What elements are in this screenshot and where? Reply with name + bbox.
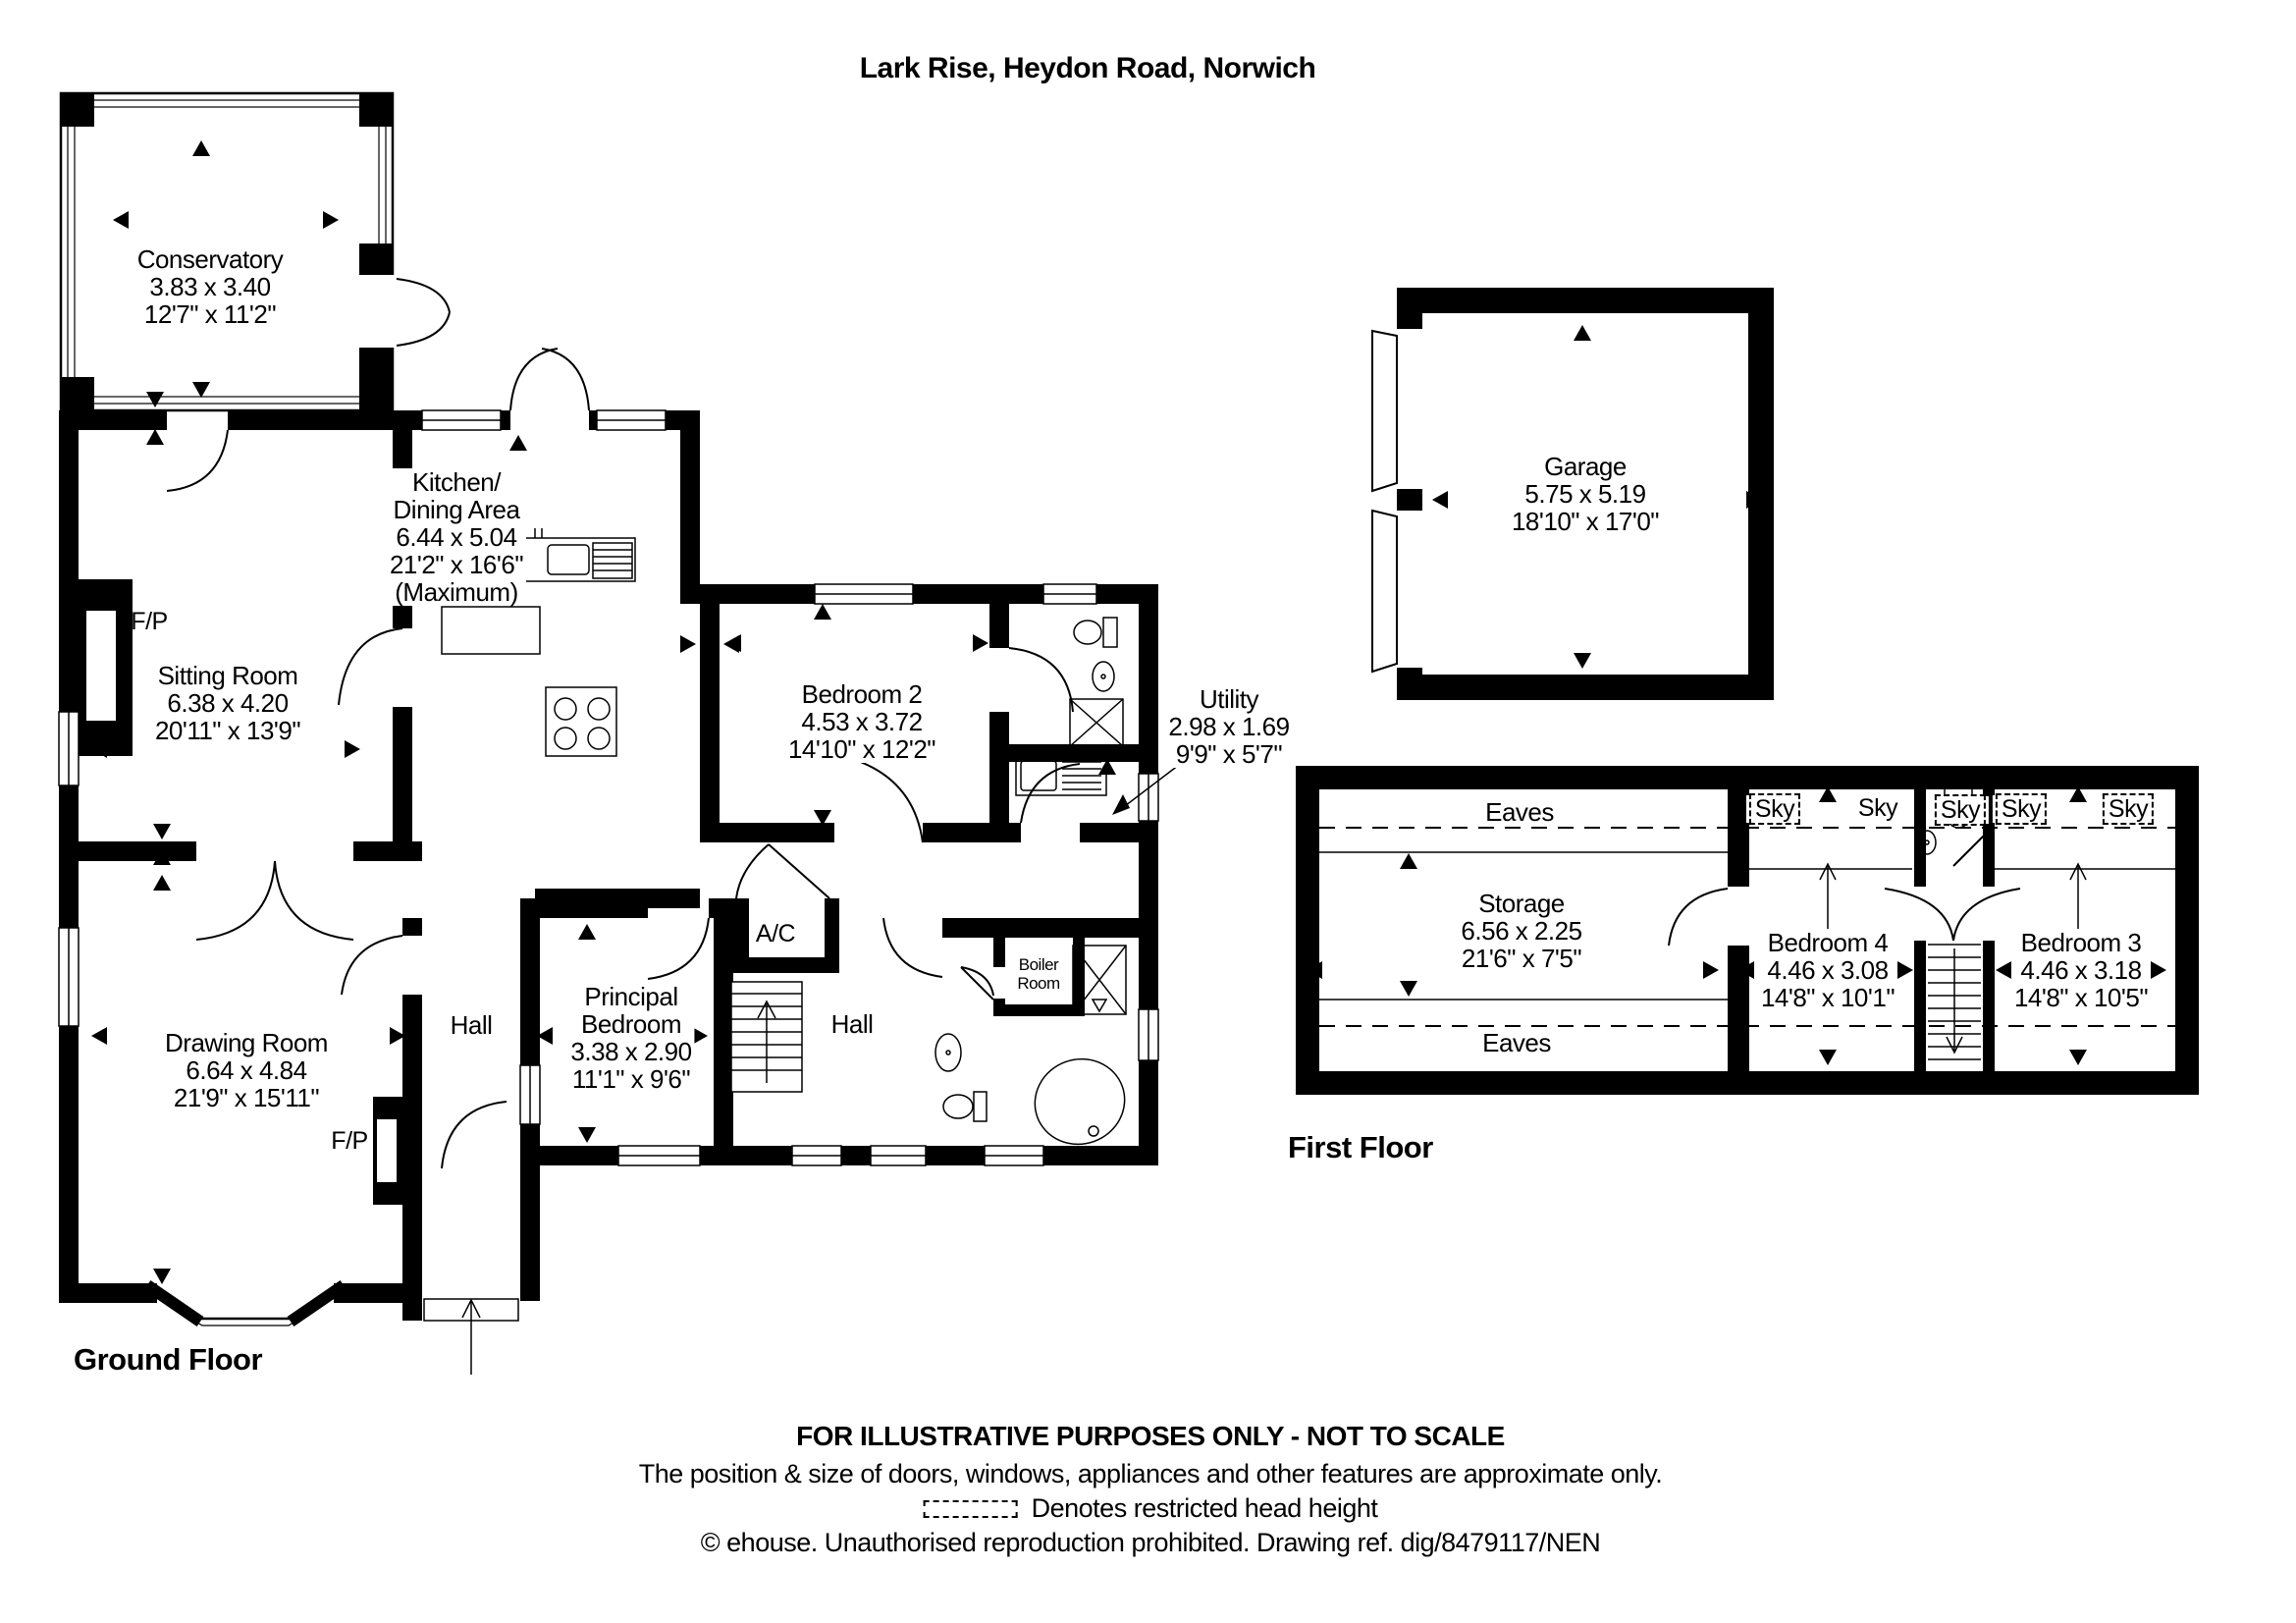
label-airing-cupboard: A/C: [755, 920, 796, 947]
stairs-first-floor: [1928, 944, 1981, 1060]
label-skylight-5: Sky: [2099, 793, 2158, 825]
dimension-markers: [91, 140, 2166, 1284]
label-skylight-1: Sky: [1745, 793, 1804, 825]
label-skylight-4: Sky: [1992, 793, 2051, 825]
label-fireplace-drawing: F/P: [331, 1127, 368, 1155]
floor-label-first: First Floor: [1288, 1130, 1433, 1164]
room-label-storage: Storage 6.56 x 2.25 21'6" x 7'5": [1458, 890, 1585, 972]
kitchen-sink: [512, 528, 636, 582]
skylight-box-icon: Sky: [2102, 793, 2155, 825]
footer-legend: Denotes restricted head height: [923, 1493, 1378, 1524]
page-title: Lark Rise, Heydon Road, Norwich: [859, 52, 1316, 84]
first-floor-plan: [1296, 766, 2199, 1095]
room-label-kitchen-dining: Kitchen/ Dining Area 6.44 x 5.04 21'2" x…: [386, 468, 527, 606]
first-floor-eaves-lines: [1319, 827, 2175, 1027]
restricted-head-height-icon: [923, 1500, 1018, 1518]
utility-leader-arrow: [1112, 761, 1184, 815]
fireplace-sitting-room: [79, 579, 133, 756]
room-label-bedroom3: Bedroom 3 4.46 x 3.18 14'8" x 10'5": [2010, 929, 2152, 1011]
room-label-principal-bedroom: Principal Bedroom 3.38 x 2.90 11'1" x 9'…: [567, 983, 695, 1093]
label-skylight-3: Sky: [1931, 794, 1990, 826]
footer-copyright: © ehouse. Unauthorised reproduction proh…: [700, 1528, 1601, 1557]
room-label-drawing-room: Drawing Room 6.64 x 4.84 21'9" x 15'11": [162, 1029, 331, 1111]
bathroom-fixtures: [934, 945, 1127, 1146]
room-label-bedroom2: Bedroom 2 4.53 x 3.72 14'10" x 12'2": [784, 680, 939, 763]
room-label-utility: Utility 2.98 x 1.69 9'9" x 5'7": [1165, 685, 1293, 768]
footer-disclaimer-2: The position & size of doors, windows, a…: [638, 1459, 1663, 1488]
label-fireplace-sitting: F/P: [131, 608, 168, 635]
room-label-bedroom4: Bedroom 4 4.46 x 3.08 14'8" x 10'1": [1757, 929, 1898, 1011]
skylight-box-icon: Sky: [1748, 793, 1801, 825]
floor-label-ground: Ground Floor: [74, 1342, 263, 1377]
label-eaves-bottom: Eaves: [1479, 1029, 1554, 1056]
kitchen-hob: [545, 686, 617, 757]
windows-ground: [58, 409, 1159, 1166]
label-hall-west: Hall: [447, 1011, 496, 1039]
garage-doors: [1371, 329, 1398, 674]
room-label-conservatory: Conservatory 3.83 x 3.40 12'7" x 11'2": [133, 245, 287, 328]
label-eaves-top: Eaves: [1482, 798, 1557, 826]
label-hall-east: Hall: [828, 1010, 877, 1038]
garage-plan: [1371, 288, 1774, 700]
kitchen-island: [441, 606, 541, 655]
label-skylight-2: Sky: [1854, 794, 1901, 822]
bay-window: [143, 1280, 347, 1326]
stairs-ground: [730, 981, 803, 1093]
entrance-porch: [423, 1298, 519, 1375]
ground-floor-plan: [59, 410, 1158, 1321]
footer-disclaimer-1: FOR ILLUSTRATIVE PURPOSES ONLY - NOT TO …: [796, 1421, 1505, 1451]
ensuite-fixtures: [1069, 617, 1124, 747]
conservatory-walls: [59, 91, 451, 412]
doors-first-floor: [1668, 888, 2021, 947]
room-label-garage: Garage 5.75 x 5.19 18'10" x 17'0": [1508, 453, 1663, 535]
room-label-sitting-room: Sitting Room 6.38 x 4.20 20'11" x 13'9": [151, 662, 304, 744]
skylight-box-icon: Sky: [1934, 794, 1987, 826]
skylight-box-icon: Sky: [1995, 793, 2048, 825]
fireplace-drawing-room: [373, 1097, 402, 1205]
label-boiler-room: Boiler Room: [1017, 955, 1060, 993]
